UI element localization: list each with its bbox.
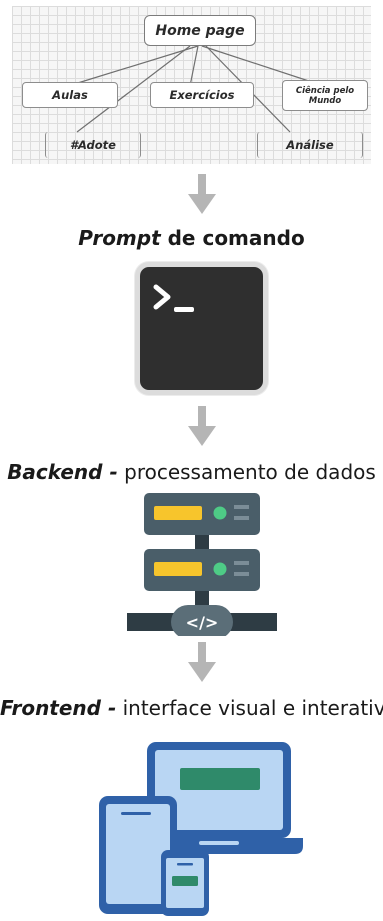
backend-caption-emphasis: Backend - <box>7 460 118 484</box>
prompt-caption-rest: de comando <box>160 226 305 250</box>
exercicios-node: Exercícios <box>150 82 254 108</box>
backend-caption-rest: processamento de dados <box>117 460 376 484</box>
down-arrow-icon <box>188 642 216 682</box>
frontend-caption: Frontend - interface visual e interativa <box>0 696 383 720</box>
down-arrow-icon <box>188 406 216 446</box>
aulas-node: Aulas <box>22 82 118 108</box>
line-home-exercicios <box>189 45 199 87</box>
server-icon: </> <box>127 493 277 636</box>
backend-caption: Backend - processamento de dados <box>0 460 383 484</box>
line-home-aulas <box>67 45 199 87</box>
terminal-icon <box>135 262 268 395</box>
prompt-chevron-icon <box>153 284 194 312</box>
line-home-ciencia <box>201 45 325 87</box>
line-home-adote <box>76 45 191 133</box>
analise-node: Análise <box>257 132 363 158</box>
home-page-node: Home page <box>144 15 256 46</box>
adote-node: #Adote <box>45 132 141 158</box>
prompt-caption-emphasis: Prompt <box>78 226 161 250</box>
prompt-caption: Prompt de comando <box>0 226 383 250</box>
ciencia-pelo-mundo-node: Ciência pelo Mundo <box>282 80 368 111</box>
sitemap-diagram: Home page Aulas Exercícios Ciência pelo … <box>12 6 371 164</box>
svg-text:</>: </> <box>186 613 219 632</box>
down-arrow-icon <box>188 174 216 214</box>
devices-icon <box>99 742 303 916</box>
frontend-caption-emphasis: Frontend - <box>0 696 117 720</box>
frontend-caption-rest: interface visual e interativa <box>116 696 383 720</box>
